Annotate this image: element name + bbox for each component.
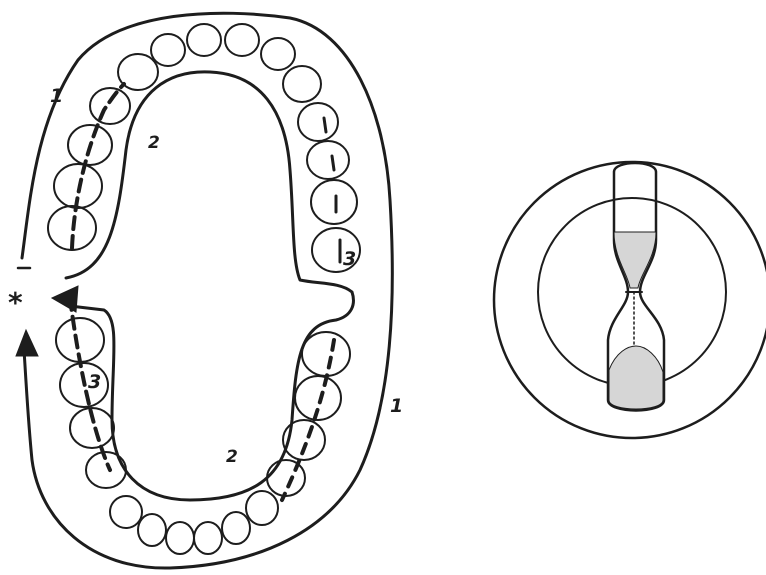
tooth-lower-front-2 (138, 514, 166, 546)
arrow-up-icon (16, 330, 38, 356)
hourglass-upper-sand (614, 232, 656, 288)
arrow-left-icon (52, 286, 78, 312)
label-teeth-3-lower: 3 (88, 371, 101, 393)
hourglass-lower-sand (609, 346, 663, 409)
tooth-lower-front-1 (110, 496, 142, 528)
hourglass-timer-icon (494, 162, 766, 438)
tooth-upper-right-2 (311, 180, 357, 224)
tooth-upper-front-2 (187, 24, 221, 56)
tooth-upper-right-5 (283, 66, 321, 102)
label-path-1-top: 1 (50, 85, 63, 107)
label-path-1-right: 1 (390, 395, 403, 417)
label-path-2-upper: 2 (148, 133, 160, 153)
label-path-2-lower: 2 (226, 447, 238, 467)
tooth-upper-front-4 (261, 38, 295, 70)
tooth-upper-front-1 (151, 34, 185, 66)
tooth-lower-right-4 (246, 491, 278, 525)
upper-brushing-dashes (72, 84, 124, 248)
tooth-upper-right-4 (298, 103, 338, 141)
tooth-lower-front-4 (194, 522, 222, 554)
label-teeth-3-upper: 3 (343, 248, 356, 270)
tooth-upper-right-3 (307, 141, 349, 179)
tooth-upper-front-3 (225, 24, 259, 56)
upper-teeth (48, 24, 360, 272)
tooth-lower-right-0 (302, 332, 350, 376)
start-marker: * (8, 286, 23, 319)
tooth-upper-left-4 (90, 88, 130, 124)
dental-arch: 1 1 2 2 3 3 * (8, 13, 403, 568)
lower-teeth (56, 318, 350, 554)
tooth-lower-front-3 (166, 522, 194, 554)
tooth-lower-front-5 (222, 512, 250, 544)
